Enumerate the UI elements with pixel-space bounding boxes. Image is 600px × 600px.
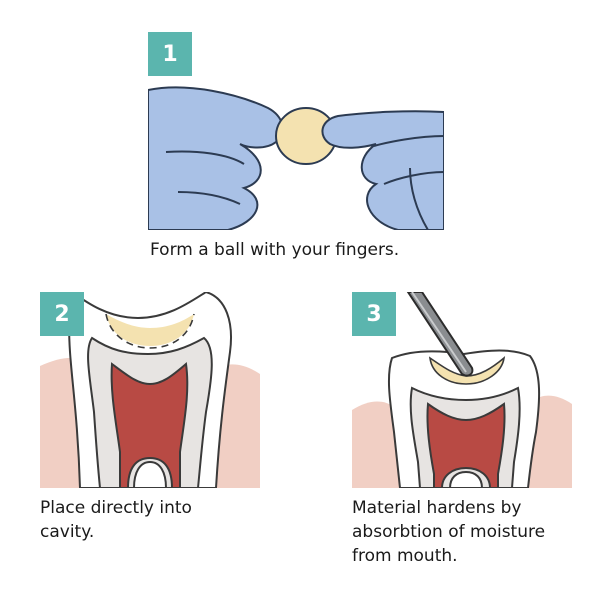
step-2-caption: Place directly into cavity. bbox=[40, 498, 192, 542]
cavity-outline bbox=[105, 313, 195, 349]
left-glove bbox=[148, 86, 284, 230]
step-2-illustration: 2 bbox=[40, 292, 260, 488]
filling-material bbox=[106, 314, 194, 346]
tooth-with-cavity bbox=[40, 292, 260, 488]
gum-left bbox=[352, 401, 402, 488]
gloved-fingers-forming-ball bbox=[148, 86, 444, 230]
pulp bbox=[110, 362, 189, 488]
pulp bbox=[426, 402, 506, 488]
step-1-illustration: 1 bbox=[148, 32, 444, 230]
step-1-caption: Form a ball with your fingers. bbox=[150, 240, 400, 260]
hardened-filling bbox=[428, 356, 506, 385]
step-3-illustration: 3 bbox=[352, 292, 572, 488]
step-badge: 1 bbox=[148, 32, 192, 76]
step-badge: 3 bbox=[352, 292, 396, 336]
step-badge: 2 bbox=[40, 292, 84, 336]
right-glove bbox=[321, 110, 444, 230]
tooth-with-hardened-filling bbox=[352, 292, 572, 488]
step-3-caption: Material hardens by absorbtion of moistu… bbox=[352, 498, 546, 566]
